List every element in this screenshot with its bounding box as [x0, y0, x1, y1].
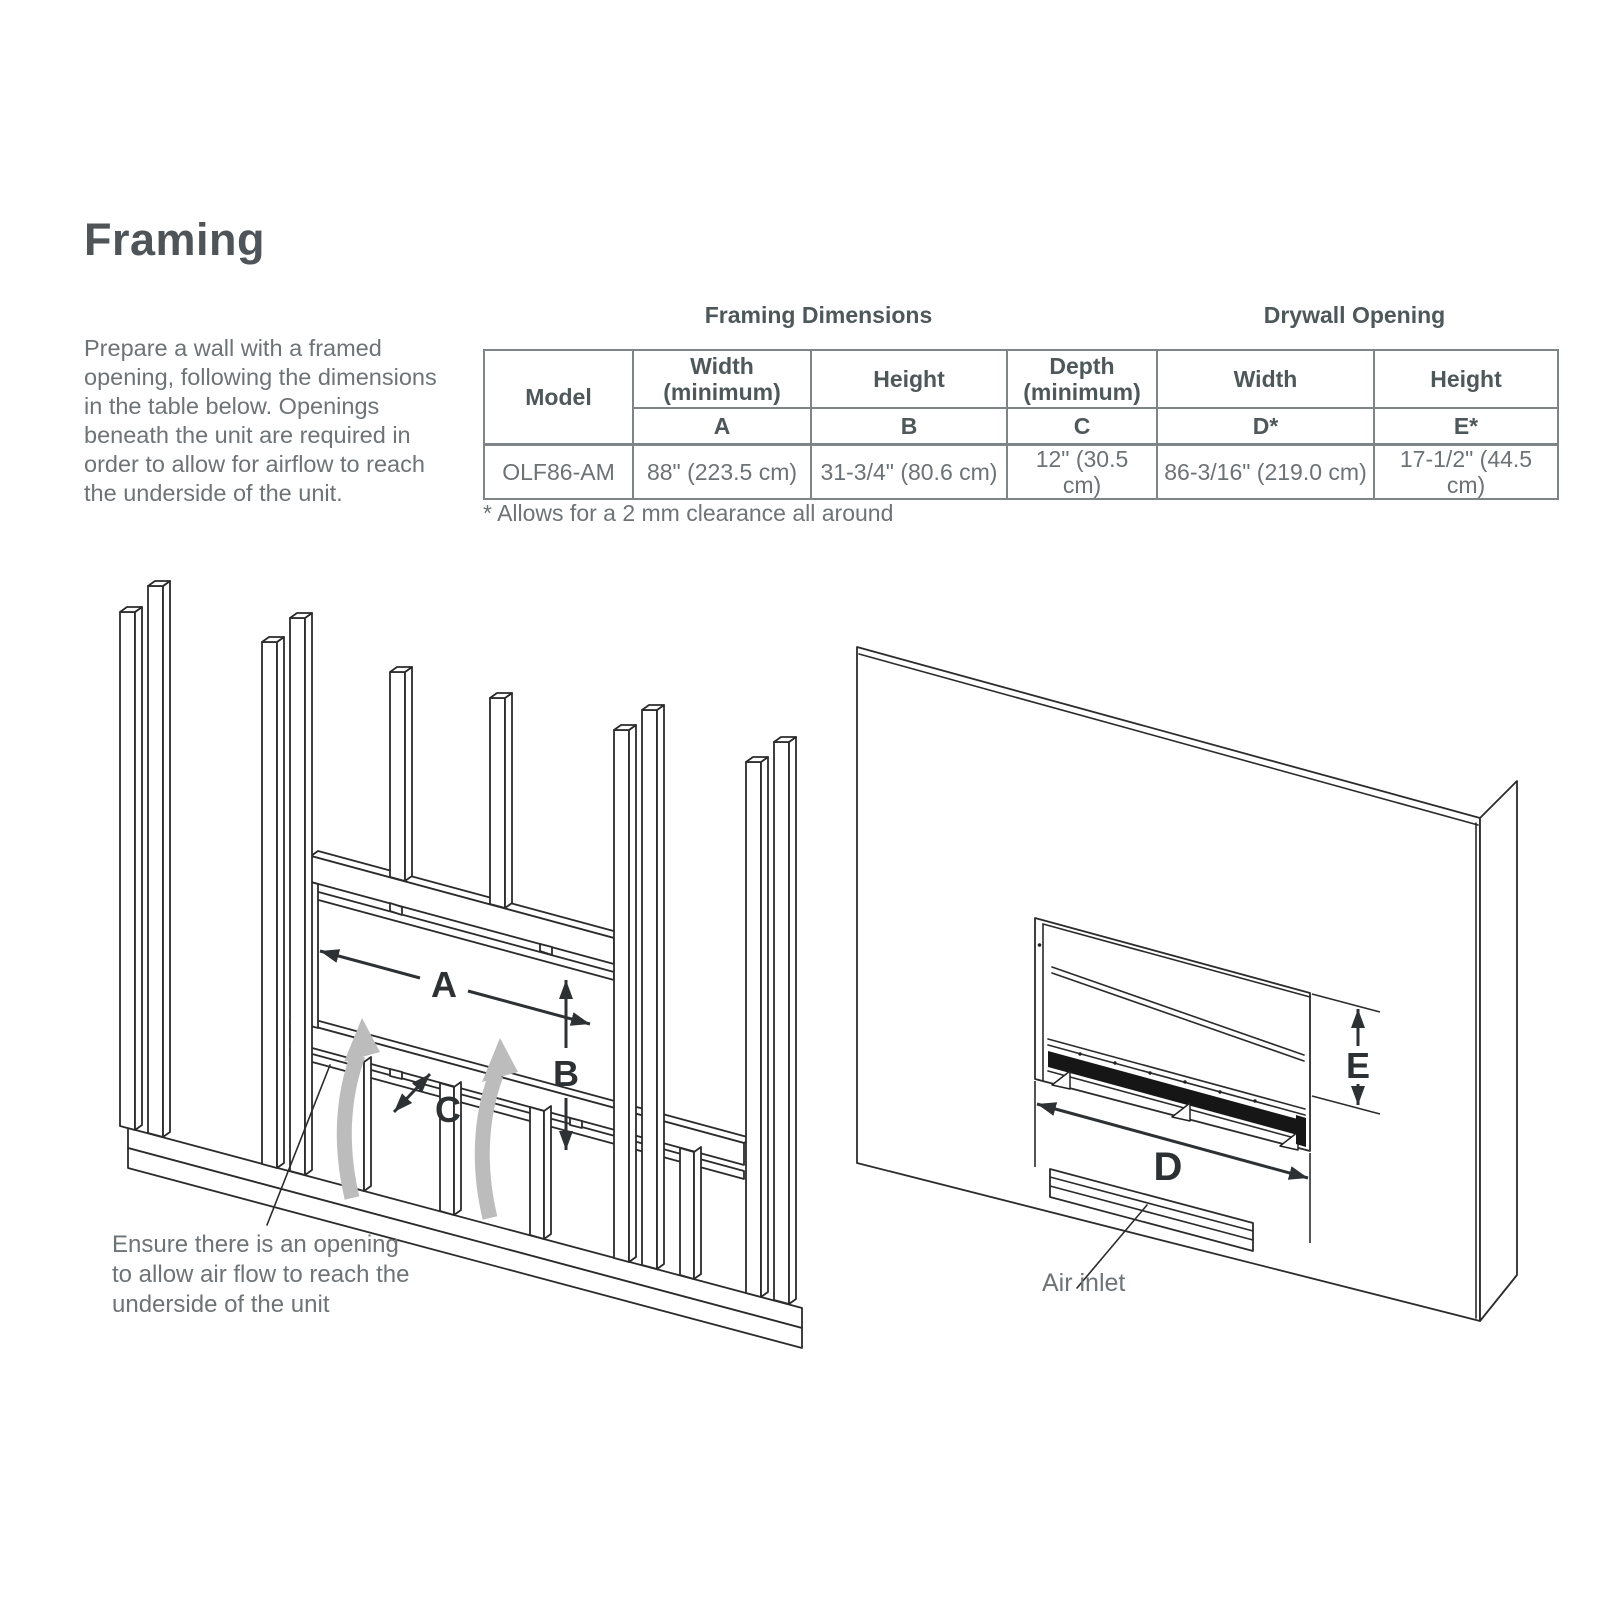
leader-line: [1076, 1204, 1148, 1289]
stud: [745, 756, 769, 1298]
dimension-label-a: A: [431, 964, 457, 1005]
table-group-header-framing-dimensions: Framing Dimensions: [704, 302, 933, 328]
col-header-width-min-line2: (minimum): [663, 379, 781, 405]
col-header-height-framing: Height: [810, 349, 1008, 409]
sub-header-b: B: [810, 407, 1008, 446]
stud: [641, 704, 665, 1270]
framing-caption-line: Ensure there is an opening: [112, 1231, 399, 1258]
dimension-label-e: E: [1346, 1045, 1370, 1086]
screw-dot: [1037, 943, 1042, 947]
col-header-height-drywall: Height: [1373, 349, 1559, 409]
dimension-arrow-d: [1034, 1081, 1311, 1243]
dimension-arrow-a: [319, 949, 591, 1026]
col-header-model: Model: [483, 349, 634, 446]
cell-height-e: 17-1/2" (44.5 cm): [1373, 443, 1559, 500]
stud: [613, 724, 637, 1263]
framing-caption: Ensure there is an opening to allow air …: [112, 1230, 409, 1320]
table-footnote: * Allows for a 2 mm clearance all around: [483, 500, 894, 526]
unit-end-cap: [1296, 1115, 1306, 1147]
intro-line: the underside of the unit.: [84, 480, 343, 506]
stud: [289, 612, 313, 1176]
cell-depth-c: 12" (30.5 cm): [1006, 443, 1158, 500]
air-inlet-label: Air inlet: [1042, 1269, 1125, 1297]
intro-line: beneath the unit are required in: [84, 422, 411, 448]
intro-line: order to allow for airflow to reach: [84, 451, 425, 477]
intro-line: in the table below. Openings: [84, 393, 380, 419]
fireplace-opening: [1034, 917, 1311, 1152]
cell-height-b: 31-3/4" (80.6 cm): [810, 443, 1008, 500]
header-blocking: [539, 943, 553, 956]
cell-model: OLF86-AM: [483, 443, 634, 500]
stud: [389, 666, 413, 882]
cell-width-a: 88" (223.5 cm): [632, 443, 812, 500]
sub-header-d: D*: [1156, 407, 1375, 446]
spec-table: Model Width (minimum) Height Depth (mini…: [483, 349, 1559, 500]
stud: [119, 606, 143, 1131]
cripple-stud: [439, 1081, 462, 1216]
sub-header-c: C: [1006, 407, 1158, 446]
air-inlet-slot: [1049, 1168, 1254, 1252]
airflow-arrow: [336, 1018, 380, 1200]
dimension-label-c: C: [435, 1089, 461, 1130]
col-header-width-min-line1: Width: [690, 353, 754, 379]
header-beam: [310, 850, 622, 981]
dimension-arrow-e: [1311, 993, 1381, 1115]
framing-caption-line: to allow air flow to reach the: [112, 1261, 410, 1288]
sub-header-e: E*: [1373, 407, 1559, 446]
drywall-diagram: D E Air inlet: [856, 646, 1518, 1322]
cripple-stud: [679, 1146, 702, 1280]
bottom-plate: [127, 1127, 803, 1349]
dimension-label-d: D: [1154, 1145, 1183, 1189]
framing-caption-line: underside of the unit: [112, 1291, 330, 1318]
intro-line: Prepare a wall with a framed: [84, 335, 382, 361]
col-header-width-min: Width (minimum): [632, 349, 812, 409]
sill-blocking: [569, 1117, 583, 1129]
col-header-depth-min-line1: Depth: [1049, 353, 1115, 379]
col-header-depth-min: Depth (minimum): [1006, 349, 1158, 409]
cripple-stud: [529, 1105, 552, 1240]
airflow-arrow: [474, 1038, 518, 1220]
cell-width-d: 86-3/16" (219.0 cm): [1156, 443, 1375, 500]
col-header-width-drywall: Width: [1156, 349, 1375, 409]
intro-paragraph: Prepare a wall with a framed opening, fo…: [84, 334, 437, 508]
sub-header-a: A: [632, 407, 812, 446]
framing-diagram: A B C: [119, 580, 803, 1349]
intro-line: opening, following the dimensions: [84, 364, 437, 390]
page-title: Framing: [84, 214, 266, 265]
stud: [773, 736, 797, 1305]
header-blocking: [389, 902, 403, 916]
col-header-depth-min-line2: (minimum): [1023, 379, 1141, 405]
dimension-arrow-c: [392, 1072, 432, 1114]
screw-dots: [1078, 1052, 1257, 1103]
leader-line: [266, 1064, 331, 1226]
stud: [489, 692, 513, 909]
dimension-label-b: B: [553, 1053, 579, 1094]
stud: [147, 580, 171, 1138]
stud: [261, 636, 285, 1169]
table-row: OLF86-AM 88" (223.5 cm) 31-3/4" (80.6 cm…: [483, 443, 1559, 500]
table-group-header-drywall-opening: Drywall Opening: [1263, 302, 1446, 328]
